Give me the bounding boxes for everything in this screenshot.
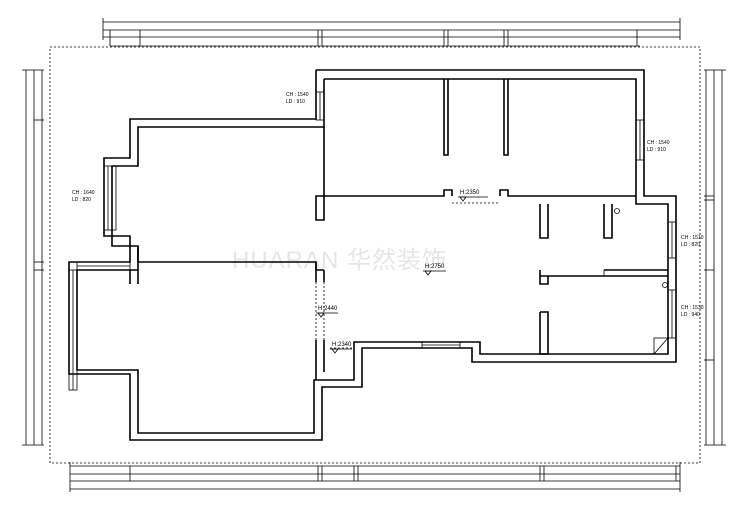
window-tag: CH : 1510 LD : 820 <box>681 235 704 248</box>
window-tags: CH : 1540 LD : 910 CH : 1640 LD : 820 CH… <box>72 92 704 318</box>
right-dimension-lines <box>704 69 726 446</box>
fixtures <box>603 208 669 355</box>
outer-boundary <box>49 46 701 464</box>
window-ch-label: CH : 1640 <box>72 190 95 196</box>
window-tag: CH : 1540 LD : 910 <box>647 140 670 153</box>
height-marker: H:2750 <box>423 264 446 276</box>
left-dimension-lines <box>22 69 44 446</box>
interior-walls <box>129 79 668 380</box>
height-label: H:2350 <box>460 190 480 196</box>
openings <box>315 202 500 349</box>
window-tag: CH : 1640 LD : 820 <box>72 190 95 203</box>
window-ld-label: LD : 940 <box>681 312 700 318</box>
windows <box>68 91 677 391</box>
window-tag: CH : 1540 LD : 910 <box>286 92 309 105</box>
window-ld-label: LD : 910 <box>286 99 305 105</box>
watermark: HUARAN 华然装饰 <box>232 247 447 274</box>
window-ch-label: CH : 1540 <box>647 140 670 146</box>
height-marker: H:2440 <box>316 306 338 318</box>
window-ch-label: CH : 1530 <box>681 305 704 311</box>
window-ch-label: CH : 1540 <box>286 92 309 98</box>
height-marker: H:2350 <box>458 190 488 202</box>
window-ch-label: CH : 1510 <box>681 235 704 241</box>
window-ld-label: LD : 820 <box>72 197 91 203</box>
height-label: H:2440 <box>318 306 338 312</box>
window-tag: CH : 1530 LD : 940 <box>681 305 704 318</box>
top-dimension-lines <box>102 18 681 47</box>
window-ld-label: LD : 820 <box>681 242 700 248</box>
height-marker: H:2340 <box>330 342 352 354</box>
bottom-dimension-lines <box>69 462 681 492</box>
height-markers: H:2350 H:2750 H:2440 H:2340 <box>316 190 488 354</box>
height-label: H:2750 <box>425 264 445 270</box>
height-label: H:2340 <box>332 342 352 348</box>
window-ld-label: LD : 910 <box>647 147 666 153</box>
